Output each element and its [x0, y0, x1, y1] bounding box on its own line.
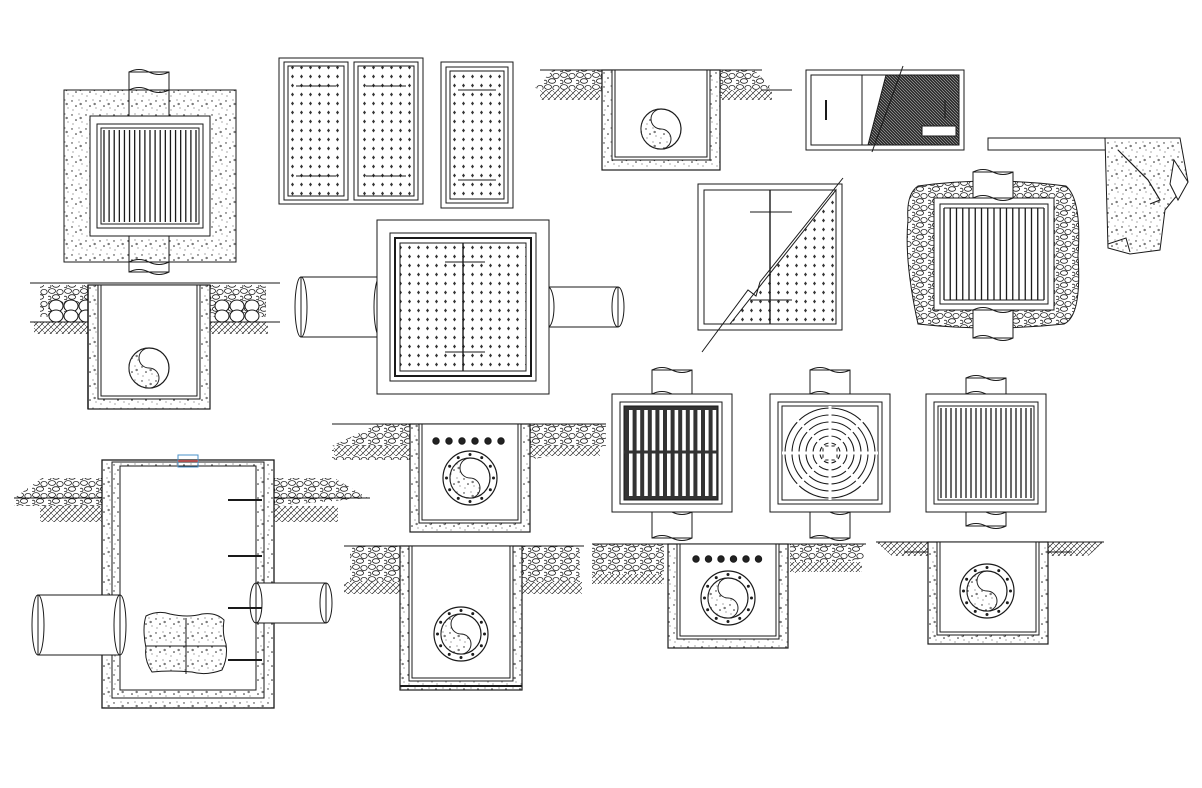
cover-diagonal-break [697, 177, 844, 353]
drawing-layer [14, 57, 1189, 709]
pit-section-far-right [876, 541, 1104, 645]
manhole-section-large [14, 454, 370, 709]
cover-double-leaf [278, 57, 424, 205]
grate-plan-light [925, 375, 1047, 529]
grate-plan-dark [611, 367, 733, 541]
pit-section-bolted-right [592, 543, 866, 649]
pit-section-left [30, 282, 280, 410]
grate-plan-concrete [63, 69, 237, 275]
pit-section-bolted [332, 423, 606, 533]
cover-single-leaf [440, 61, 514, 209]
pit-section-center [344, 545, 584, 691]
grate-plan-circular [769, 367, 891, 541]
grate-plan-gravel [906, 169, 1080, 341]
edge-detail [987, 137, 1189, 255]
cover-with-pipes [294, 219, 625, 395]
pit-section-top-right-small [535, 69, 792, 171]
cover-hinged-split [805, 65, 965, 153]
